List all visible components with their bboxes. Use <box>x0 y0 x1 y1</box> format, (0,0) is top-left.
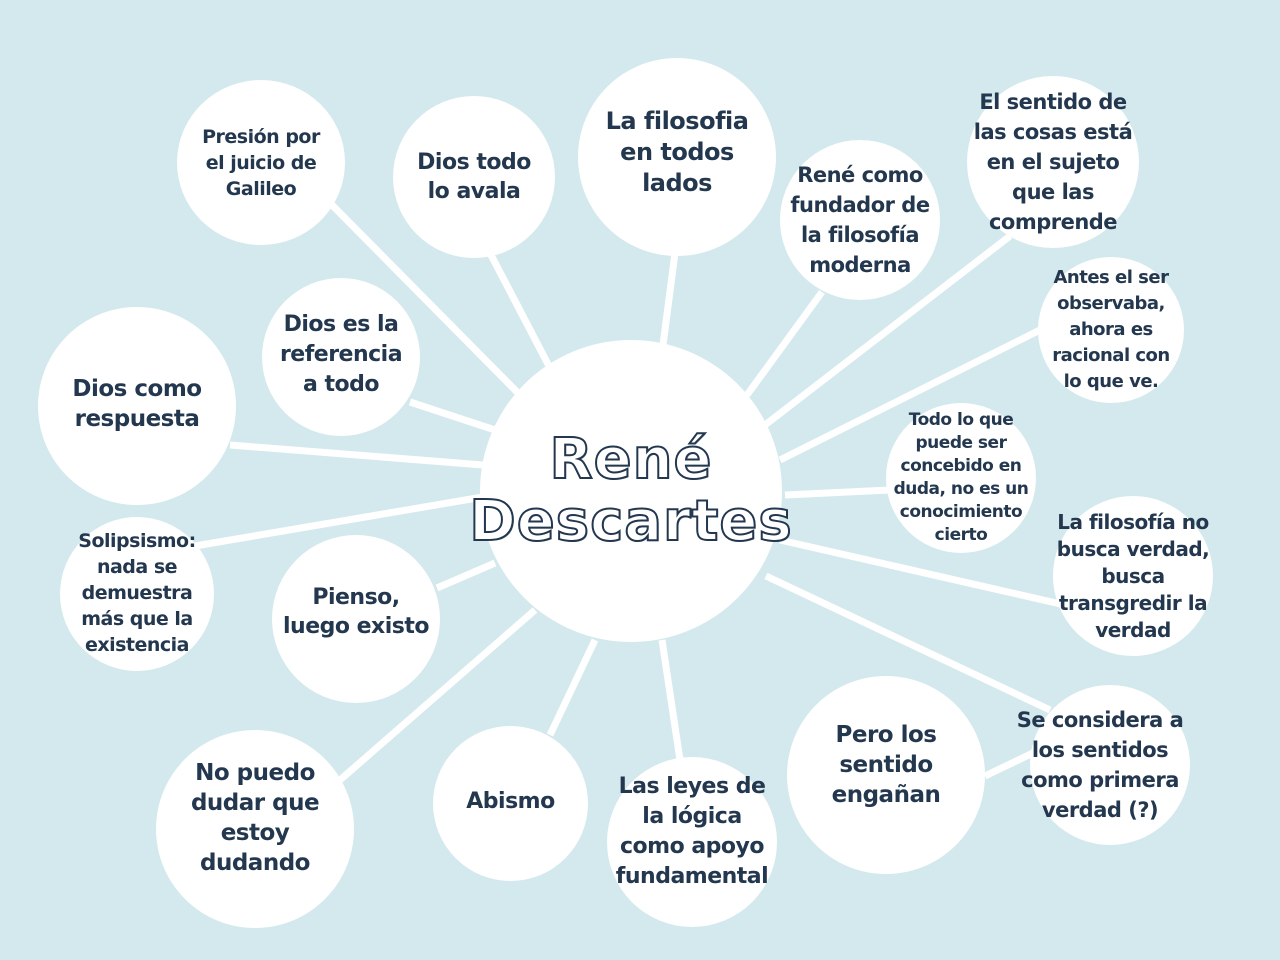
link-antes-ser <box>778 326 1042 464</box>
link-presion-galileo <box>329 202 523 398</box>
node-filosofia-todos-lados: La filosofia en todos lados <box>578 58 776 256</box>
node-label: La filosofia en todos lados <box>605 106 749 197</box>
node-label: René como fundador de la filosofía moder… <box>790 163 930 277</box>
link-filosofia-todos-lados <box>659 252 679 346</box>
node-sentidos-enganan: Pero los sentido engañan <box>787 676 985 874</box>
link-dios-referencia <box>408 398 497 434</box>
link-rene-fundador <box>744 289 825 398</box>
node-dios-todo-avala: Dios todo lo avala <box>393 96 555 258</box>
node-label: Se considera a los sentidos como primera… <box>1016 708 1184 822</box>
node-sentido-cosas: El sentido de las cosas está en el sujet… <box>967 76 1139 248</box>
node-label: Presión por el juicio de Galileo <box>202 125 320 200</box>
node-label: Antes el ser observaba, ahora es raciona… <box>1052 267 1170 392</box>
link-sentidos-enganan <box>983 748 1037 780</box>
link-filosofia-no-busca <box>779 536 1066 609</box>
node-abismo: Abismo <box>433 726 588 881</box>
node-sentidos-primera-verdad: Se considera a los sentidos como primera… <box>1017 685 1190 845</box>
link-dios-todo-avala <box>486 251 554 370</box>
link-no-puedo-dudar <box>337 607 538 783</box>
node-rene-fundador: René como fundador de la filosofía moder… <box>780 140 940 300</box>
node-pienso-existo: Pienso, luego existo <box>272 535 440 703</box>
node-label: Dios como respuesta <box>72 376 202 432</box>
node-label: No puedo dudar que estoy dudando <box>190 760 320 876</box>
center-title: René Descartes <box>468 427 793 554</box>
link-sentidos-primera <box>764 572 1052 714</box>
center-node: René Descartes <box>468 340 793 642</box>
node-dios-respuesta: Dios como respuesta <box>38 307 236 505</box>
node-no-puedo-dudar: No puedo dudar que estoy dudando <box>156 730 354 928</box>
link-todo-concebido <box>784 486 891 499</box>
link-sentido-cosas <box>762 233 1013 428</box>
node-label: Solipsismo: nada se demuestra más que la… <box>78 530 196 656</box>
node-label: La filosofía no busca verdad, busca tran… <box>1056 509 1210 642</box>
node-solipsismo: Solipsismo: nada se demuestra más que la… <box>60 517 214 671</box>
link-dios-respuesta <box>229 441 484 469</box>
node-label: Dios es la referencia a todo <box>279 312 403 397</box>
node-leyes-logica: Las leyes de la lógica como apoyo fundam… <box>607 757 777 927</box>
node-label: Pero los sentido engañan <box>831 722 941 808</box>
node-presion-galileo: Presión por el juicio de Galileo <box>177 80 345 245</box>
link-solipsismo <box>194 493 484 550</box>
node-label: Todo lo que puede ser concebido en duda,… <box>893 410 1029 545</box>
node-todo-concebido-duda: Todo lo que puede ser concebido en duda,… <box>886 403 1036 553</box>
link-pienso-existo <box>435 559 497 592</box>
node-filosofia-no-busca-verdad: La filosofía no busca verdad, busca tran… <box>1053 496 1213 656</box>
node-dios-referencia: Dios es la referencia a todo <box>262 278 420 436</box>
node-label: Dios todo lo avala <box>417 150 531 204</box>
node-label: Abismo <box>466 788 555 814</box>
node-label: Las leyes de la lógica como apoyo fundam… <box>615 774 769 889</box>
node-label: Pienso, luego existo <box>282 585 430 639</box>
link-leyes-logica <box>658 639 684 761</box>
node-antes-ser-observaba: Antes el ser observaba, ahora es raciona… <box>1038 257 1184 403</box>
node-label: El sentido de las cosas está en el sujet… <box>973 90 1133 234</box>
link-abismo <box>546 638 599 737</box>
